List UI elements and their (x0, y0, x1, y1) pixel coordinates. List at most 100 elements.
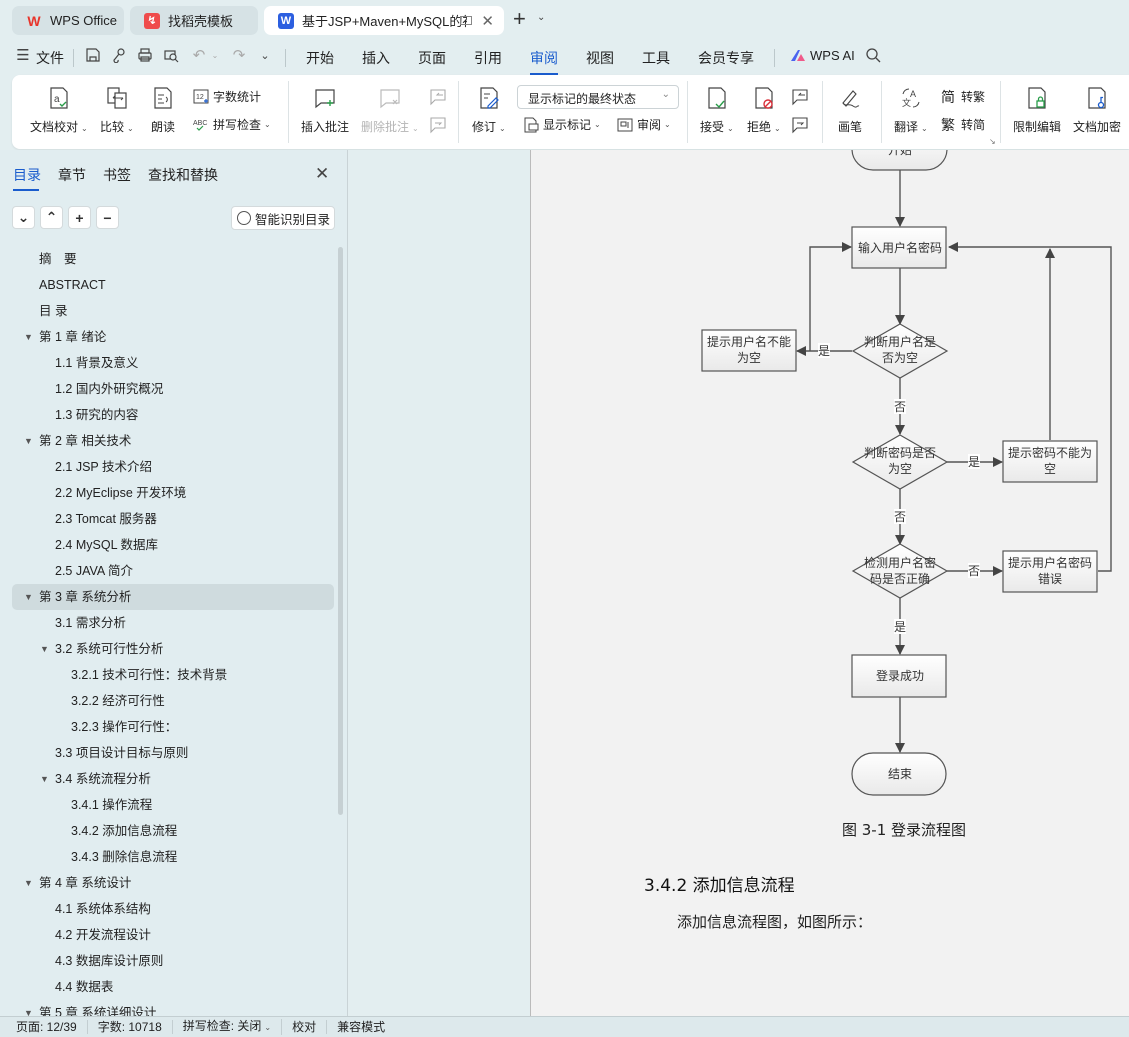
accept-button[interactable]: 接受⌄ (700, 86, 734, 135)
ink-pen-button[interactable]: 画笔 (838, 86, 862, 135)
toc-item[interactable]: 4.1 系统体系结构 (12, 896, 334, 922)
previous-change-icon[interactable] (791, 88, 809, 106)
encrypt-document-button[interactable]: 文档加密 (1073, 86, 1121, 135)
compare-button[interactable]: 比较⌄ (100, 86, 134, 135)
toc-item[interactable]: 3.3 项目设计目标与原则 (12, 740, 334, 766)
restrict-editing-button[interactable]: 限制编辑 (1013, 86, 1061, 135)
next-change-icon[interactable] (791, 116, 809, 134)
toc-item[interactable]: 1.2 国内外研究概况 (12, 376, 334, 402)
to-traditional-button[interactable]: 简 转繁 (941, 88, 985, 105)
toc-item[interactable]: 4.4 数据表 (12, 974, 334, 1000)
expand-triangle-icon[interactable]: ▼ (24, 592, 33, 602)
toc-item[interactable]: 摘 要 (12, 246, 334, 272)
menu-start[interactable]: 开始 (306, 50, 334, 66)
review-pane-button[interactable]: 审阅⌄ (617, 116, 671, 133)
close-tab-icon[interactable]: ✕ (481, 12, 494, 30)
toc-item[interactable]: ▼第 5 章 系统详细设计 (12, 1000, 334, 1016)
toc-item[interactable]: 2.2 MyEclipse 开发环境 (12, 480, 334, 506)
menu-membership[interactable]: 会员专享 (698, 50, 754, 66)
print-preview-icon[interactable] (162, 47, 180, 65)
expand-all-button[interactable]: ⌄ (12, 206, 35, 229)
delete-comment-button[interactable]: 删除批注⌄ (361, 86, 419, 135)
toc-item[interactable]: 3.4.2 添加信息流程 (12, 818, 334, 844)
promote-button[interactable]: + (68, 206, 91, 229)
word-count-indicator[interactable]: 字数: 10718 (88, 1020, 173, 1034)
toc-item[interactable]: 2.1 JSP 技术介绍 (12, 454, 334, 480)
word-count-button[interactable]: 12 字数统计 (193, 88, 261, 105)
toc-item[interactable]: ABSTRACT (12, 272, 334, 298)
redo-icon[interactable]: ↷ (232, 47, 246, 64)
smart-toc-button[interactable]: 智能识别目录 (231, 206, 335, 230)
expand-triangle-icon[interactable]: ▼ (24, 878, 33, 888)
pane-divider[interactable] (347, 150, 348, 1016)
insert-comment-button[interactable]: 插入批注 (301, 86, 349, 135)
toc-item[interactable]: 1.3 研究的内容 (12, 402, 334, 428)
page-indicator[interactable]: 页面: 12/39 (16, 1020, 88, 1034)
undo-dropdown-icon[interactable]: ⌄ (211, 51, 219, 60)
toc-item[interactable]: 3.2.1 技术可行性：技术背景 (12, 662, 334, 688)
dialog-launcher-icon[interactable]: ↘ (989, 137, 996, 146)
toc-item[interactable]: 2.5 JAVA 简介 (12, 558, 334, 584)
toc-item[interactable]: 2.3 Tomcat 服务器 (12, 506, 334, 532)
toc-item[interactable]: 目 录 (12, 298, 334, 324)
read-aloud-button[interactable]: 朗读 (151, 86, 175, 135)
new-tab-button[interactable]: + (513, 6, 526, 31)
previous-comment-icon[interactable] (429, 88, 447, 106)
file-menu[interactable]: 文件 (36, 50, 64, 66)
expand-triangle-icon[interactable]: ▼ (24, 436, 33, 446)
print-icon[interactable] (136, 47, 154, 65)
tab-toc[interactable]: 目录 (13, 167, 41, 191)
document-page[interactable]: 开始 输入用户名密码 判断用户名是 否为空 提示用户名不能 为空 判断密码是否 … (530, 150, 1129, 1016)
search-icon[interactable] (864, 47, 882, 65)
proofread-button[interactable]: a 文档校对⌄ (30, 86, 88, 135)
spell-check-status[interactable]: 拼写检查: 关闭⌄ (173, 1019, 283, 1035)
toc-item[interactable]: 3.2.2 经济可行性 (12, 688, 334, 714)
menu-review[interactable]: 审阅 (530, 50, 558, 75)
undo-icon[interactable]: ↶ (192, 47, 206, 64)
toc-item[interactable]: ▼第 3 章 系统分析 (12, 584, 334, 610)
track-changes-button[interactable]: 修订⌄ (472, 86, 506, 135)
menu-tools[interactable]: 工具 (642, 50, 670, 66)
next-comment-icon[interactable] (429, 116, 447, 134)
monitor-icon[interactable] (460, 16, 472, 25)
toc-item[interactable]: ▼第 4 章 系统设计 (12, 870, 334, 896)
toc-item[interactable]: 3.4.3 删除信息流程 (12, 844, 334, 870)
toc-item[interactable]: 2.4 MySQL 数据库 (12, 532, 334, 558)
menu-view[interactable]: 视图 (586, 50, 614, 66)
expand-triangle-icon[interactable]: ▼ (24, 332, 33, 342)
toc-scrollbar[interactable] (338, 247, 343, 815)
wps-ai-button[interactable]: WPS AI (810, 48, 855, 63)
tab-bookmarks[interactable]: 书签 (103, 167, 131, 183)
show-markup-button[interactable]: 显示标记⌄ (523, 116, 601, 133)
chevron-down-icon[interactable]: ⌄ (537, 12, 546, 23)
expand-triangle-icon[interactable]: ▼ (40, 644, 49, 654)
toc-item[interactable]: 3.4.1 操作流程 (12, 792, 334, 818)
toc-item[interactable]: 1.1 背景及意义 (12, 350, 334, 376)
close-icon[interactable]: ✕ (315, 164, 330, 183)
collapse-all-button[interactable]: ⌃ (40, 206, 63, 229)
hamburger-icon[interactable]: ☰ (16, 47, 30, 64)
toc-item[interactable]: 4.3 数据库设计原则 (12, 948, 334, 974)
tab-docer-templates[interactable]: ↯ 找稻壳模板 (130, 6, 258, 35)
menu-insert[interactable]: 插入 (362, 50, 390, 66)
demote-button[interactable]: − (96, 206, 119, 229)
toc-item[interactable]: ▼3.4 系统流程分析 (12, 766, 334, 792)
markup-view-select[interactable]: 显示标记的最终状态 ⌄ (517, 85, 679, 109)
reject-button[interactable]: 拒绝⌄ (747, 86, 781, 135)
tab-chapters[interactable]: 章节 (58, 167, 86, 183)
more-chevron-icon[interactable]: ⌄ (260, 50, 270, 62)
menu-references[interactable]: 引用 (474, 50, 502, 66)
expand-triangle-icon[interactable]: ▼ (24, 1008, 33, 1016)
toc-item[interactable]: 3.2.3 操作可行性： (12, 714, 334, 740)
tab-document[interactable]: W 基于JSP+Maven+MySQL的社 ✕ (264, 6, 504, 35)
tab-wps-office[interactable]: W WPS Office (12, 6, 124, 35)
toc-item[interactable]: 4.2 开发流程设计 (12, 922, 334, 948)
tab-find-replace[interactable]: 查找和替换 (148, 167, 218, 183)
to-simplified-button[interactable]: 繁 转简 (941, 116, 985, 133)
toc-item[interactable]: ▼3.2 系统可行性分析 (12, 636, 334, 662)
spell-check-button[interactable]: ABC 拼写检查⌄ (193, 116, 271, 133)
toc-item[interactable]: ▼第 1 章 绪论 (12, 324, 334, 350)
proofread-status[interactable]: 校对 (282, 1020, 328, 1034)
menu-page[interactable]: 页面 (418, 50, 446, 66)
